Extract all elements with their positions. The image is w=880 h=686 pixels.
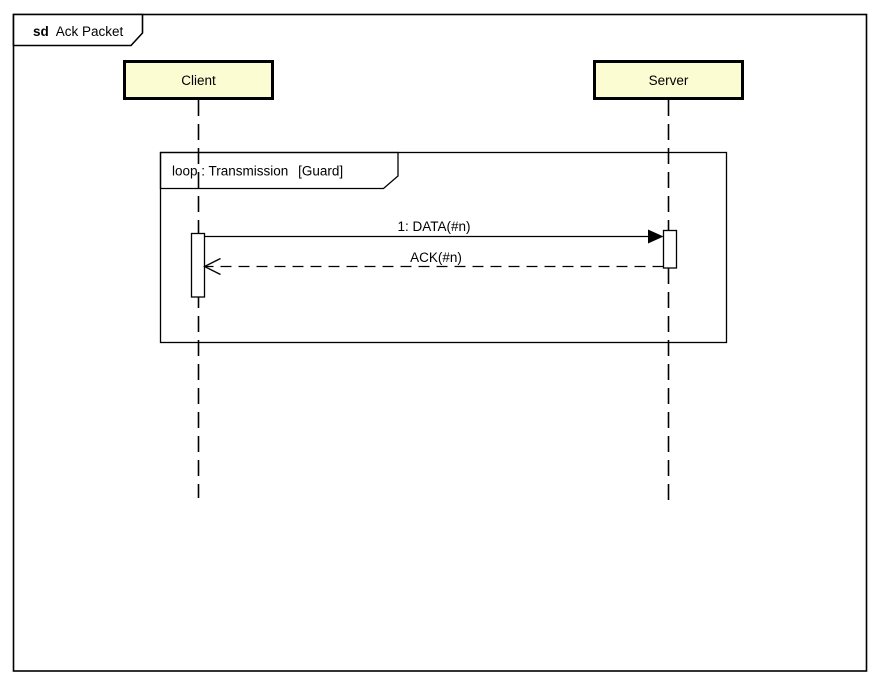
loop-operator-text: loop : Transmission (172, 164, 288, 179)
activation-bar-client (190, 232, 206, 298)
frame-keyword: sd (33, 24, 49, 39)
frame-title-pentagon (12, 13, 144, 47)
server-label: Server (649, 73, 689, 88)
loop-fragment-border (159, 151, 728, 344)
frame-title: sd Ack Packet (33, 24, 124, 39)
message-ack-arrowhead (203, 257, 221, 276)
message-ack-label: ACK(#n) (410, 250, 462, 265)
lifeline-head-client (123, 60, 274, 100)
lifeline-head-server (593, 60, 744, 100)
loop-operator-label: loop : Transmission [Guard] (172, 164, 343, 179)
client-label: Client (181, 73, 216, 88)
message-data-label: 1: DATA(#n) (397, 219, 470, 234)
frame-border (12, 13, 868, 672)
activation-bar-server (662, 229, 678, 269)
frame-name: Ack Packet (56, 24, 124, 39)
message-data-arrowhead (648, 229, 664, 244)
loop-guard-text: [Guard] (298, 164, 343, 179)
loop-operator-pentagon (159, 151, 399, 190)
